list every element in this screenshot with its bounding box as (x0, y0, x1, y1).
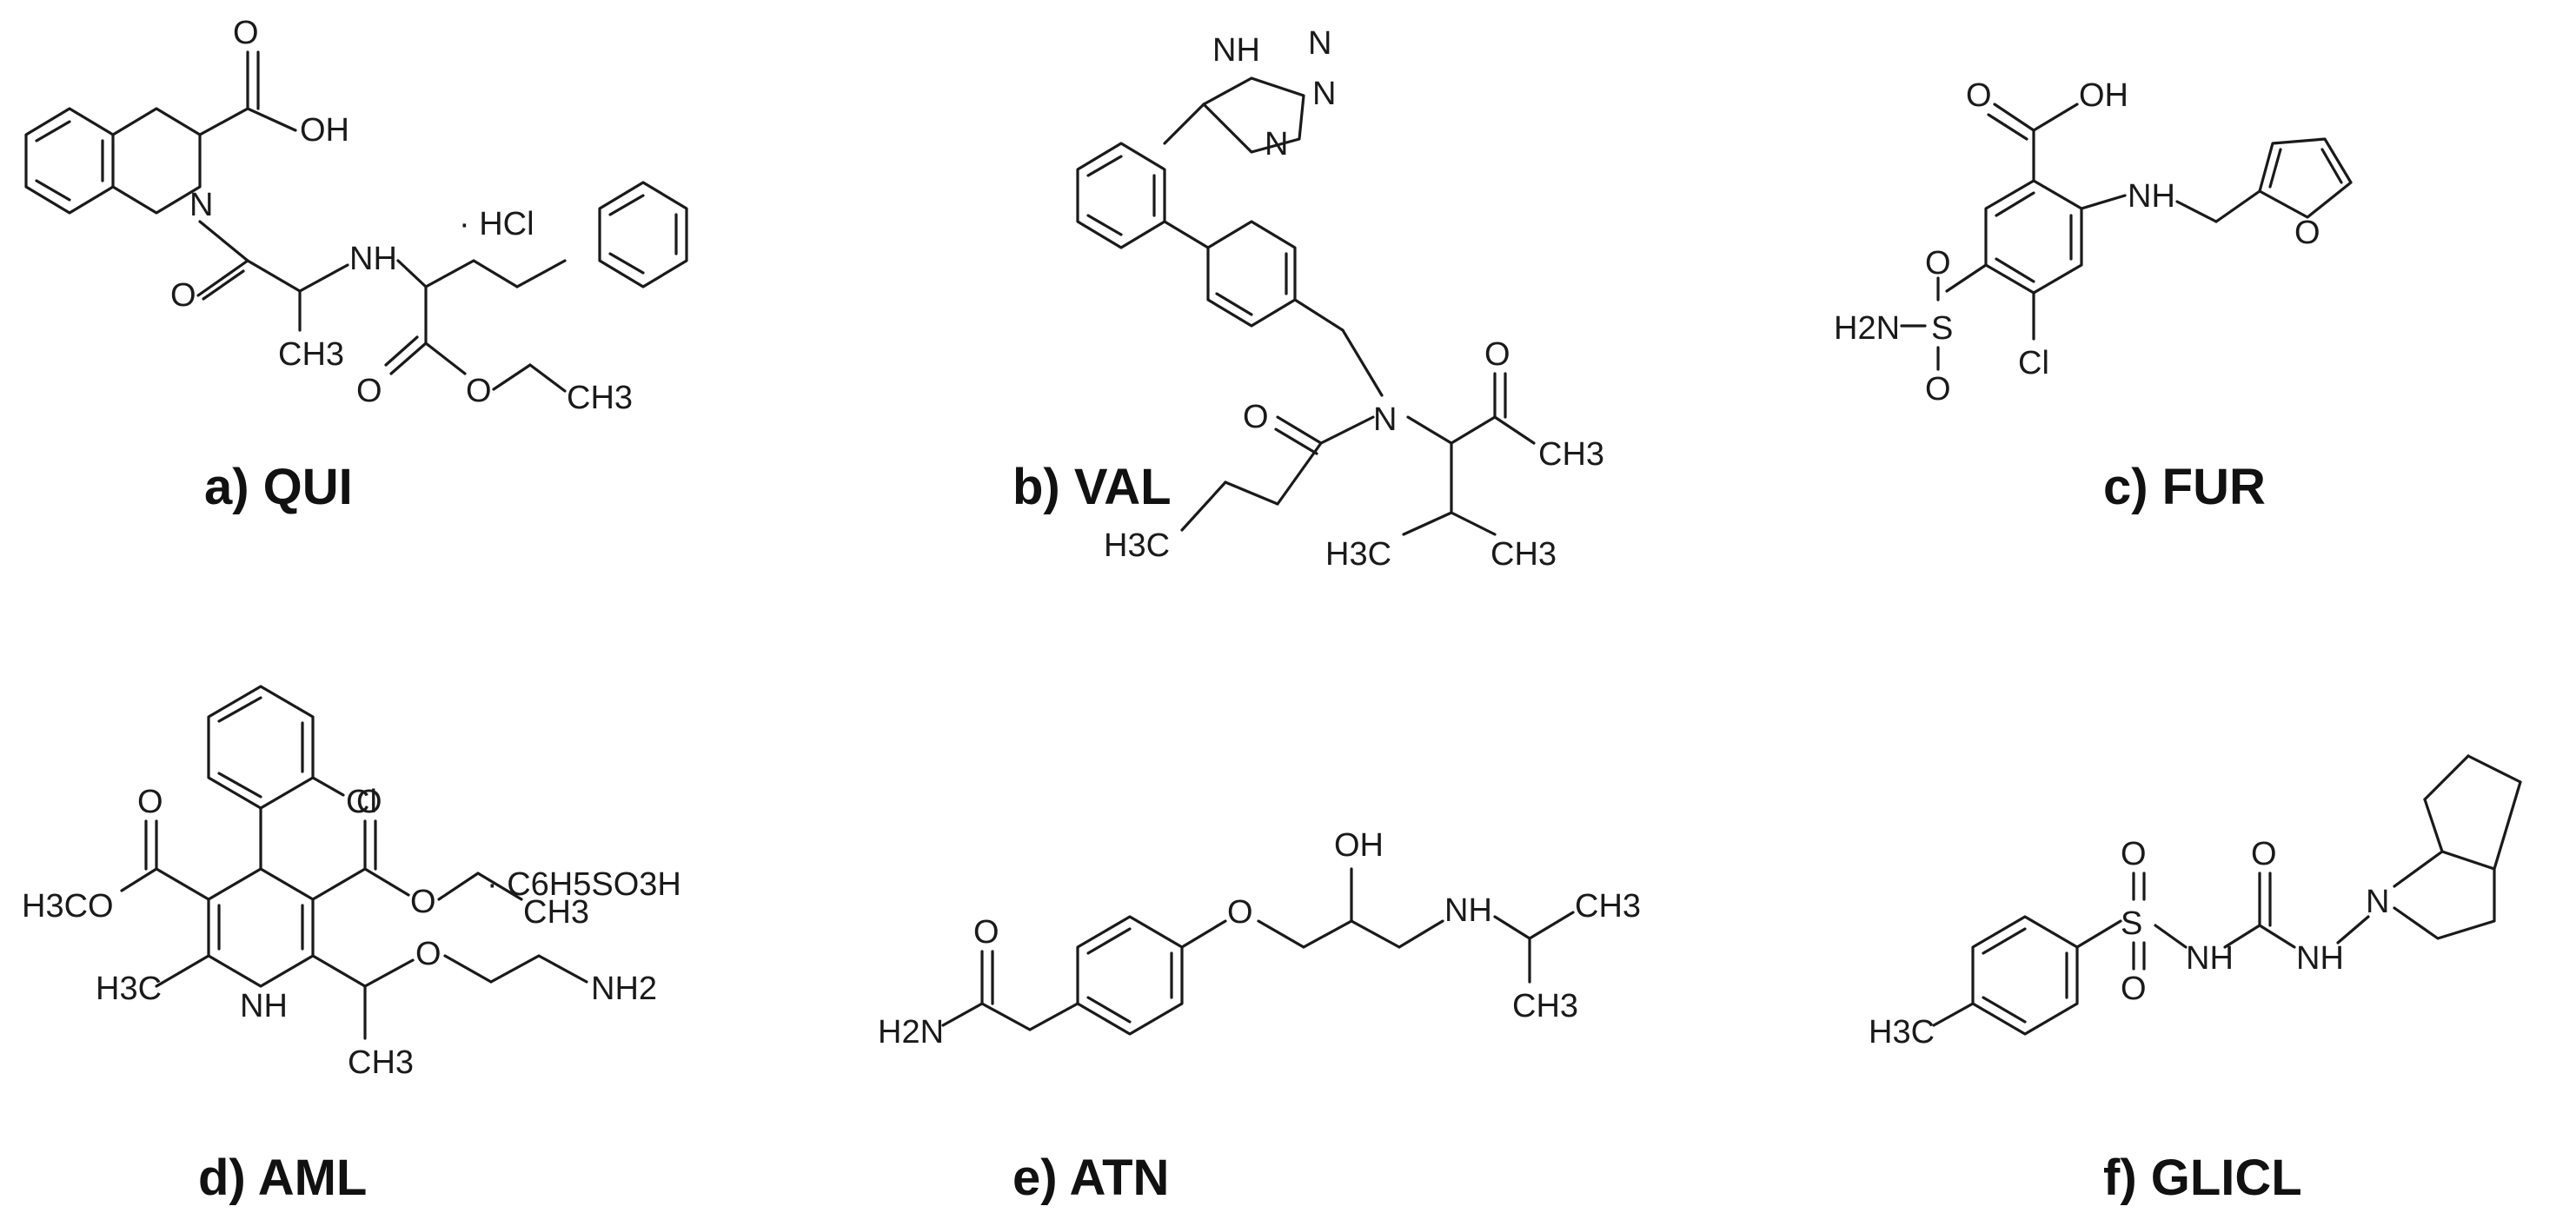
atom-o: O (356, 373, 382, 409)
atom-o: O (1484, 336, 1510, 373)
atom-o: O (1227, 894, 1253, 931)
structure-glicl: H3C S O O NH O NH N (1869, 754, 2522, 1051)
atom-n: N (1373, 401, 1397, 438)
atom-ch3: CH3 (1538, 436, 1604, 473)
caption-e: e) ATN (1012, 1150, 1169, 1206)
atom-nh: NH (349, 241, 397, 277)
atom-oh: OH (300, 112, 349, 149)
atom-o: O (2121, 836, 2147, 872)
atom-o: O (1966, 77, 1992, 114)
atom-n: N (1308, 25, 1331, 62)
atom-cl: Cl (2018, 345, 2049, 381)
atom-s: S (1931, 310, 1953, 347)
atom-nh: NH (2296, 940, 2344, 977)
atom-n: N (2366, 884, 2389, 920)
atom-s: S (2121, 905, 2142, 942)
atom-o: O (356, 784, 382, 820)
atom-o: O (170, 277, 196, 314)
atom-o: O (973, 914, 999, 951)
atom-cl: Cl (346, 784, 377, 820)
atom-h3c: H3C (1869, 1014, 1935, 1051)
atom-ch3: CH3 (567, 380, 633, 416)
atom-oh: OH (2079, 77, 2128, 114)
atom-o: O (2121, 971, 2147, 1007)
atom-o: O (2294, 215, 2320, 251)
atom-o: O (137, 784, 163, 820)
atom-o: O (1925, 245, 1951, 282)
salt-label: · C6H5SO3H (487, 866, 681, 903)
atom-ch3: CH3 (348, 1044, 414, 1081)
structure-qui: O OH N O CH3 NH O O CH3 · HCl (24, 15, 688, 416)
caption-f: f) GLICL (2103, 1150, 2302, 1206)
atom-h2n: H2N (1834, 310, 1900, 347)
atom-nh: NH (2128, 178, 2175, 215)
atom-o: O (1243, 399, 1269, 435)
atom-ch3: CH3 (1575, 888, 1641, 925)
atom-h3co: H3CO (22, 888, 114, 925)
structure-fur: O OH NH O Cl S O O H2N (1834, 77, 2353, 408)
atom-o: O (233, 15, 259, 51)
atom-h2n: H2N (878, 1014, 944, 1051)
caption-d: d) AML (198, 1150, 367, 1206)
atom-h3c: H3C (96, 971, 162, 1007)
atom-o: O (466, 373, 492, 409)
atom-nh: NH (240, 988, 288, 1024)
atom-oh: OH (1334, 827, 1384, 864)
atom-n: N (1312, 76, 1336, 112)
atom-ch3: CH3 (278, 336, 344, 373)
salt-label: · HCl (459, 206, 534, 242)
atom-ch3: CH3 (1512, 988, 1578, 1024)
atom-nh: NH (1444, 892, 1492, 929)
structure-val: NH N N N N O H3C O CH3 (1076, 25, 1604, 573)
atom-ch3: CH3 (523, 894, 589, 931)
structure-aml: Cl NH O H3CO H3C O O CH3 CH3 O (22, 685, 681, 1081)
atom-n: N (1265, 126, 1288, 162)
atom-ch3: CH3 (1490, 536, 1557, 573)
atom-o: O (2251, 836, 2277, 872)
caption-a: a) QUI (204, 459, 353, 515)
atom-n: N (189, 187, 213, 223)
atom-nh: NH (1212, 32, 1260, 69)
atom-nh2: NH2 (591, 971, 657, 1007)
atom-o: O (1925, 371, 1951, 408)
caption-b: b) VAL (1012, 459, 1172, 515)
atom-o: O (415, 936, 442, 972)
atom-h3c: H3C (1325, 536, 1391, 573)
structure-atn: H2N O O OH NH CH3 CH3 (878, 827, 1641, 1051)
atom-o: O (410, 884, 436, 920)
caption-c: c) FUR (2103, 459, 2266, 515)
atom-h3c: H3C (1104, 527, 1170, 564)
